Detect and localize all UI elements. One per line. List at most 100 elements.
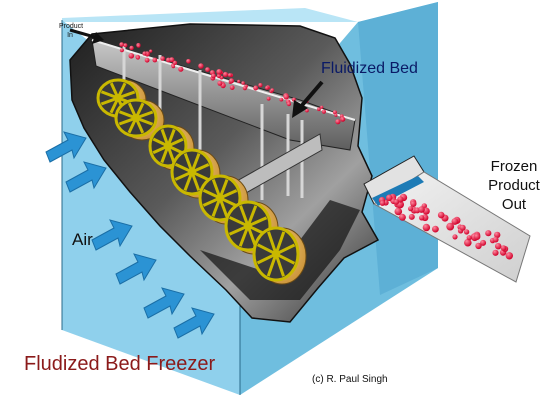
product-particle — [129, 45, 134, 51]
air-arrow-icon — [45, 131, 87, 163]
product-particle — [136, 44, 141, 48]
pointer-arrow-icon — [292, 80, 324, 118]
frozen-particle — [464, 238, 472, 247]
pointer-arrow-icon — [69, 28, 104, 44]
product-particle — [266, 96, 271, 101]
frozen-particle — [432, 225, 439, 233]
frozen-particle — [408, 213, 415, 220]
frozen-particle — [492, 249, 499, 256]
frozen-particle — [494, 231, 501, 239]
air-arrows — [45, 131, 215, 339]
frozen-product-out-label: Frozen Product Out — [488, 158, 540, 213]
frozen-particle — [410, 200, 417, 207]
product-particle — [335, 119, 341, 125]
product-particle — [270, 88, 275, 92]
frozen-particle — [437, 211, 445, 219]
product-particle — [123, 43, 128, 48]
product-particle — [229, 85, 235, 90]
product-particle — [317, 107, 321, 112]
product-particle — [198, 63, 204, 69]
copyright-label: (c) R. Paul Singh — [312, 374, 388, 385]
product-particle — [286, 101, 292, 107]
product-particle — [211, 73, 216, 79]
product-particle — [136, 55, 140, 60]
product-particle — [332, 110, 337, 115]
product-particle — [341, 117, 345, 122]
product-particle — [160, 56, 165, 61]
air-label: Air — [72, 230, 93, 249]
frozen-particle — [495, 243, 502, 250]
product-particle — [334, 113, 338, 117]
frozen-particle — [475, 242, 482, 250]
frozen-particle — [394, 207, 403, 216]
product-particle — [320, 105, 324, 109]
product-particle — [241, 81, 245, 85]
air-arrow-icon — [173, 307, 215, 339]
frozen-particle — [422, 223, 431, 232]
product-particle — [119, 42, 124, 47]
product-particle — [216, 73, 222, 79]
product-particle — [242, 86, 247, 91]
interior-shadow — [200, 200, 360, 300]
air-arrow-icon — [115, 253, 157, 285]
frozen-product-particles — [378, 193, 513, 260]
air-arrow-icon — [65, 161, 107, 193]
product-particle — [171, 64, 176, 69]
product-particle — [186, 59, 191, 64]
product-particle — [205, 67, 210, 72]
frozen-particle — [418, 206, 425, 213]
frozen-particle — [451, 218, 459, 225]
product-particle — [119, 48, 124, 53]
product-particle — [321, 109, 326, 114]
fan-icon — [114, 98, 165, 141]
chute-opening — [372, 176, 424, 206]
frozen-particle — [500, 245, 507, 251]
frozen-particle — [408, 206, 414, 212]
product-particle — [227, 73, 232, 78]
bed-product-particles — [119, 42, 346, 125]
diagram-title: Fludized Bed Freezer — [24, 353, 216, 375]
frozen-particle — [466, 235, 472, 241]
air-arrow-icon — [91, 219, 133, 251]
frozen-particle — [492, 236, 499, 243]
bed-rail — [91, 39, 356, 121]
fluidized-bed-label: Fluidized Bed — [321, 60, 418, 77]
frozen-particle — [485, 230, 492, 237]
product-particle — [237, 79, 241, 83]
air-arrow-icon — [143, 287, 185, 319]
product-particle — [144, 57, 150, 63]
frozen-particle — [452, 234, 458, 240]
frozen-particle — [480, 239, 487, 246]
frozen-particle — [393, 199, 400, 205]
cabinet-top-face — [62, 8, 358, 22]
product-particle — [217, 80, 223, 86]
frozen-particle — [473, 233, 481, 240]
fans — [96, 78, 307, 285]
product-particle — [228, 78, 235, 84]
product-particle — [152, 57, 158, 63]
frozen-particle — [446, 222, 455, 231]
frozen-particle — [398, 213, 406, 221]
product-particle — [128, 53, 135, 59]
product-particle — [142, 51, 147, 56]
product-particle — [283, 94, 289, 100]
frozen-particle — [379, 200, 386, 206]
product-particle — [253, 85, 259, 91]
frozen-particle — [463, 229, 470, 235]
frozen-particle — [459, 224, 466, 231]
fan-icon — [252, 226, 307, 285]
product-particle — [216, 69, 222, 75]
product-particle — [279, 97, 284, 102]
frozen-particle — [419, 215, 425, 221]
frozen-particle — [505, 252, 513, 260]
frozen-particle — [386, 194, 393, 202]
pointer-arrows — [69, 28, 324, 118]
product-particle — [265, 86, 269, 90]
product-particle — [169, 57, 175, 63]
product-particle — [222, 71, 229, 78]
product-particle — [149, 49, 153, 53]
product-particle — [178, 66, 184, 72]
product-particle — [305, 108, 309, 113]
product-in-label: Product In — [59, 23, 84, 39]
